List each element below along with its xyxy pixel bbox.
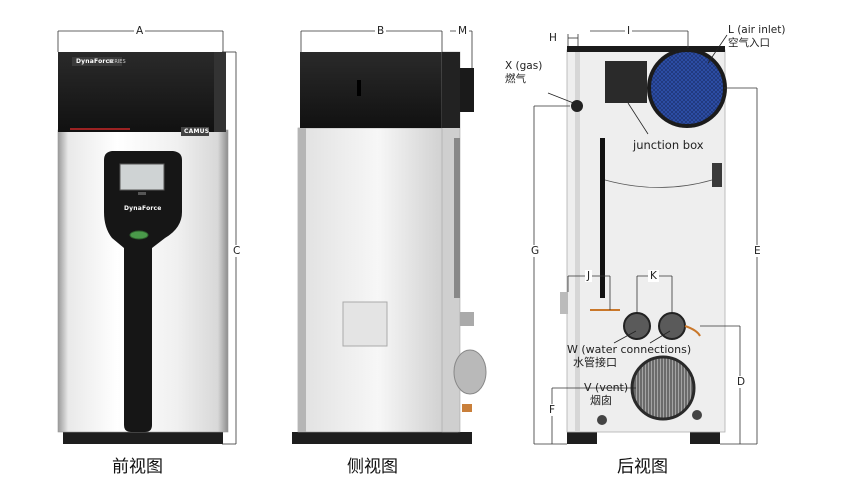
caption-front-view: 前视图 [112, 457, 163, 477]
side-handle-slot [357, 80, 361, 96]
callout-air-inlet: L (air inlet) 空气入口 [728, 24, 785, 49]
front-view [57, 30, 237, 445]
front-red-strip [70, 128, 130, 130]
side-top-panel [300, 52, 458, 128]
side-access-panel [342, 301, 388, 347]
callout-gas-cn: 燃气 [505, 72, 526, 85]
caption-side-view: 侧视图 [347, 457, 398, 477]
callout-air-en: L (air inlet) [728, 24, 786, 36]
back-base-right [690, 432, 720, 444]
dim-label-f: F [547, 404, 558, 416]
callout-air-cn: 空气入口 [728, 36, 770, 49]
back-drain-left [597, 415, 607, 425]
back-water-connection-left [623, 312, 651, 340]
front-logo-plate [72, 57, 122, 66]
callout-water-en: W (water connections) [567, 343, 692, 356]
back-left-bracket [560, 292, 568, 314]
front-column-logo-text: DynaForce [124, 205, 162, 212]
callout-water-cn: 水管接口 [573, 355, 617, 369]
front-brand-plate [181, 127, 209, 136]
leader-water-right [649, 330, 671, 344]
back-switch-box [712, 163, 722, 187]
back-base-left [567, 432, 597, 444]
back-gas-connection [571, 100, 583, 112]
back-view [533, 30, 758, 445]
dim-label-a: A [134, 25, 146, 37]
side-rear-fins [454, 138, 460, 298]
callout-vent-en: V (vent) [584, 381, 629, 394]
dim-label-h: H [547, 32, 559, 44]
dim-label-c: C [231, 245, 243, 257]
callout-gas-en: X (gas) [505, 60, 543, 72]
back-cable-conduit [600, 138, 605, 298]
dim-label-g: G [529, 245, 542, 257]
back-left-strap [575, 52, 580, 432]
side-air-inlet-box [460, 68, 474, 112]
front-top-lip [214, 52, 226, 132]
front-display-screen [119, 163, 165, 191]
back-air-inlet [647, 48, 727, 128]
front-logo-text: DynaForce [76, 58, 114, 65]
callout-gas: X (gas) 燃气 [505, 60, 542, 85]
callout-junction-box: junction box [633, 138, 704, 152]
leader-water-left [613, 330, 637, 344]
side-gas-pipe [462, 404, 472, 412]
dim-label-e: E [752, 245, 763, 257]
callout-vent-cn: 烟囱 [590, 393, 612, 407]
dim-label-j: J [585, 270, 593, 282]
side-vent-pipe [453, 349, 487, 395]
leader-junction [627, 102, 649, 135]
front-green-badge [129, 230, 149, 240]
side-left-edge [298, 128, 306, 432]
back-top-strip [567, 46, 725, 52]
side-view [292, 30, 487, 444]
front-maker-text: CAMUS [184, 128, 210, 135]
leader-gas [547, 92, 577, 105]
side-rear-top-dark [442, 52, 460, 128]
back-junction-box [605, 61, 647, 103]
dim-label-b: B [375, 25, 387, 37]
front-display-button [138, 192, 146, 195]
callout-water: W (water connections) 水管接口 [567, 343, 692, 369]
side-base [292, 432, 472, 444]
dim-label-d: D [735, 376, 748, 388]
back-drain-right [692, 410, 702, 420]
dim-label-m: M [456, 25, 470, 37]
side-body [297, 127, 459, 433]
callout-vent: V (vent) 烟囱 [584, 381, 629, 407]
side-water-pipe [460, 312, 474, 326]
caption-back-view: 后视图 [617, 457, 668, 477]
back-copper-pipe [590, 309, 701, 337]
front-base [63, 432, 223, 444]
back-wire [604, 179, 713, 188]
dim-label-i: I [625, 25, 633, 37]
front-control-column [104, 151, 182, 432]
leader-air [707, 34, 728, 64]
dim-label-k: K [648, 270, 659, 282]
front-series-text: SERIES [108, 59, 126, 65]
